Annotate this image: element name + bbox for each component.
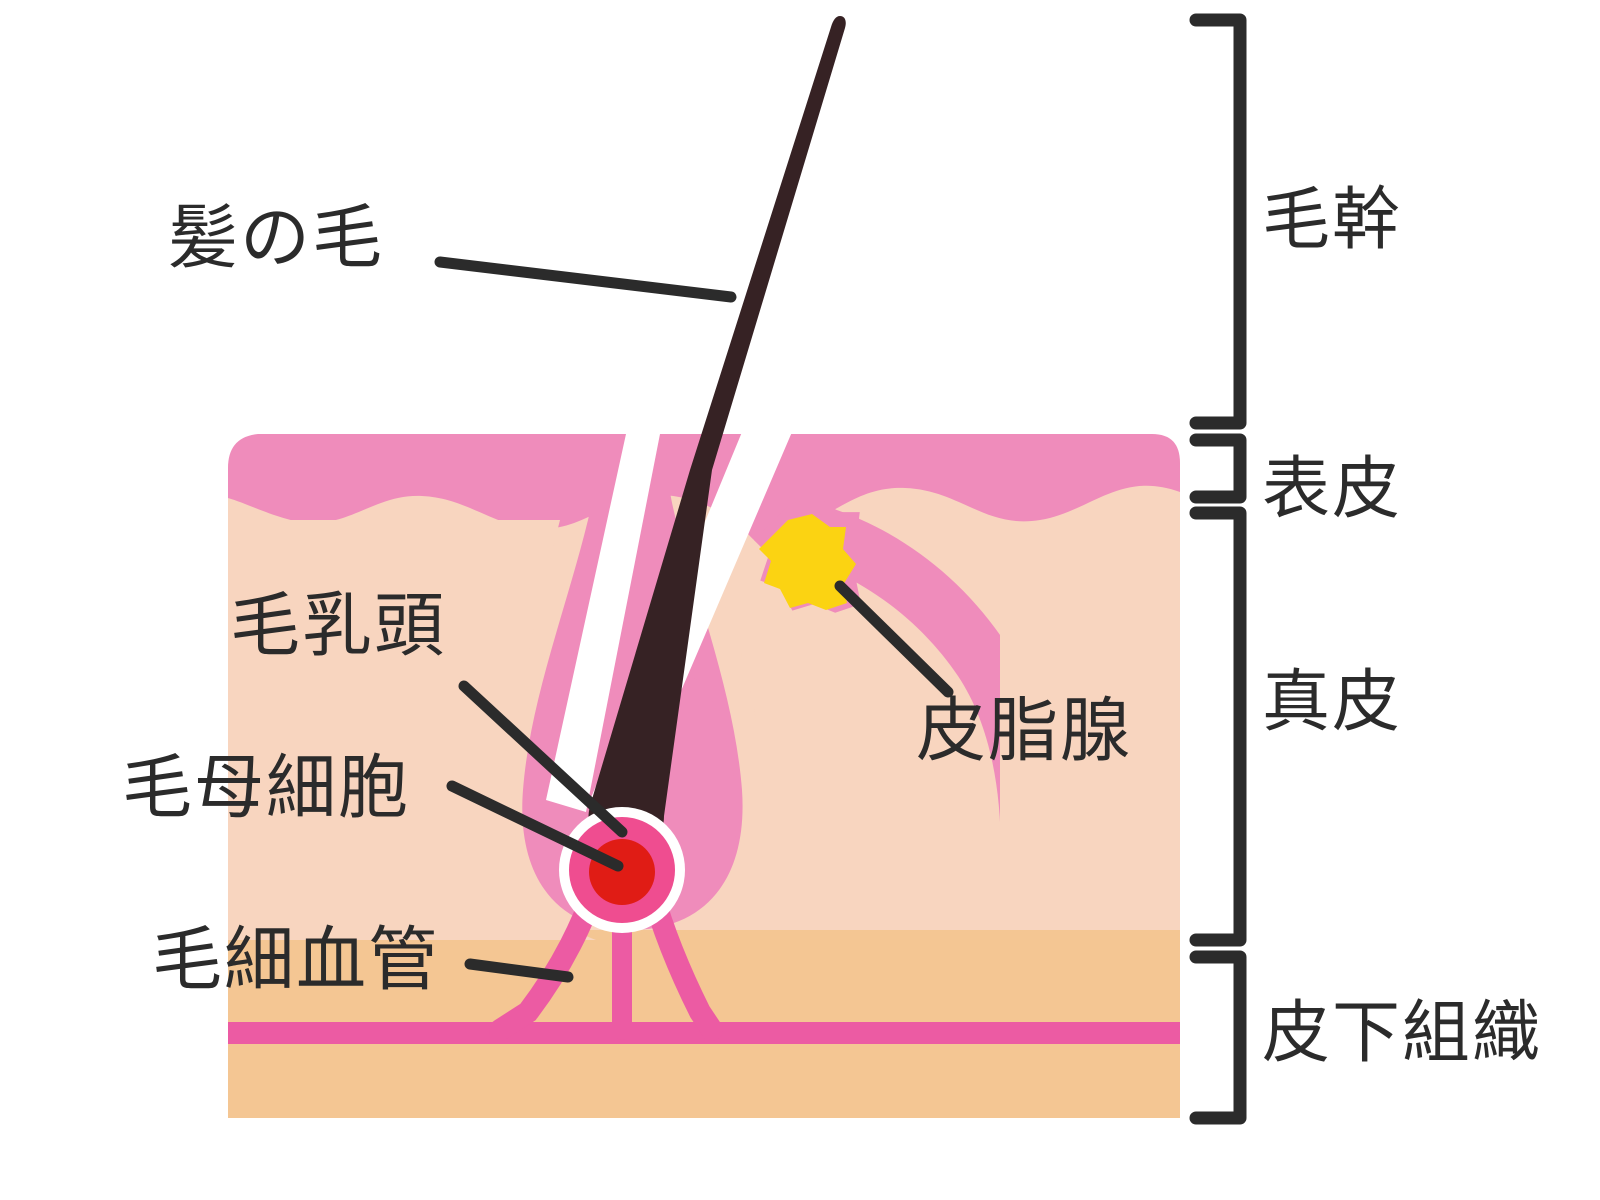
dermis-fill-right bbox=[1000, 560, 1180, 930]
label-sebaceous-gland: 皮脂腺 bbox=[916, 691, 1132, 769]
label-subcutaneous-tissue: 皮下組織 bbox=[1262, 995, 1542, 1071]
label-hair-shaft: 毛幹 bbox=[1262, 182, 1402, 258]
label-hair: 髪の毛 bbox=[168, 198, 384, 276]
hair-shaft-group bbox=[546, 16, 846, 855]
label-epidermis: 表皮 bbox=[1262, 451, 1402, 527]
label-capillary: 毛細血管 bbox=[152, 920, 440, 998]
hair-matrix-cells bbox=[589, 839, 655, 905]
hair-shaft bbox=[588, 16, 846, 855]
left-labels-group: 髪の毛 毛乳頭 毛母細胞 毛細血管 皮脂腺 bbox=[122, 198, 1132, 998]
dermal-papilla-group bbox=[559, 807, 685, 933]
hair-leader-line bbox=[434, 256, 737, 303]
label-dermis: 真皮 bbox=[1262, 664, 1402, 740]
bracket-epidermis bbox=[1189, 433, 1247, 504]
bracket-dermis bbox=[1189, 506, 1247, 947]
hair-matrix-leader-line bbox=[446, 780, 624, 872]
follicle-epidermis-notch-left bbox=[228, 520, 596, 940]
follicle-peach-between bbox=[700, 520, 973, 880]
label-hair-matrix-cells: 毛母細胞 bbox=[122, 748, 410, 826]
dermal-papilla-leader-line bbox=[458, 680, 628, 838]
sebaceous-gland-leader-line bbox=[834, 580, 954, 698]
bracket-subcutaneous-tissue bbox=[1189, 950, 1247, 1125]
capillary-leader-line bbox=[464, 958, 574, 983]
bracket-hair-shaft bbox=[1189, 13, 1247, 430]
label-dermal-papilla: 毛乳頭 bbox=[230, 586, 446, 664]
right-brackets-group bbox=[1189, 13, 1247, 1125]
right-labels-group: 毛幹 表皮 真皮 皮下組織 bbox=[1262, 182, 1542, 1071]
sebaceous-gland bbox=[759, 514, 856, 610]
hair-follicle-gap-left bbox=[546, 434, 660, 812]
leader-lines-group bbox=[434, 256, 954, 983]
